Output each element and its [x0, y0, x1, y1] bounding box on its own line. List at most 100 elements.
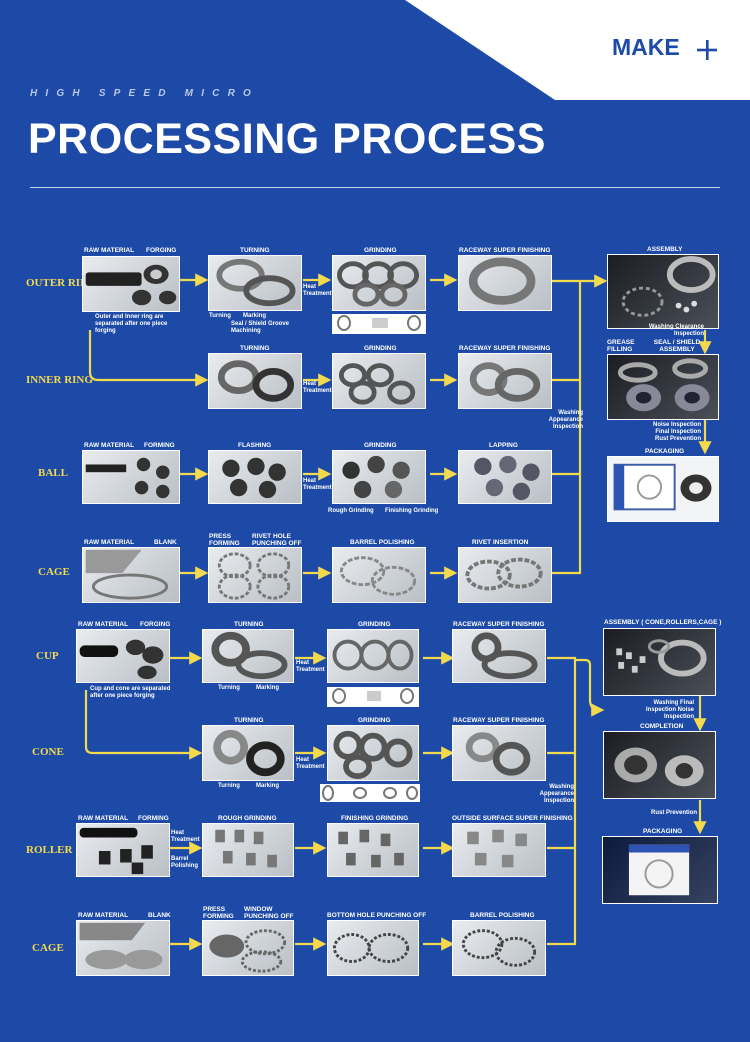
stage-flashing: FLASHING — [238, 442, 272, 449]
photo-raceway-cone — [452, 725, 546, 781]
note-washing-appearance: Washing Appearance Inspection — [548, 410, 583, 430]
stage-outside-surface-super-finishing: OUTSIDE SURFACE SUPER FINISHING — [452, 815, 573, 822]
photo-grinding — [332, 255, 426, 311]
stage-turning-cup: TURNING — [234, 621, 264, 628]
note-heat-treatment-roller: Heat Treatment — [171, 830, 200, 843]
stage-raw-material-roller: RAW MATERIAL — [78, 815, 129, 822]
row-cage: CAGE — [38, 566, 70, 578]
row-ball: BALL — [38, 467, 68, 479]
make-label: MAKE — [612, 34, 680, 60]
photo-grinding-cup — [327, 629, 419, 683]
photo-seal-assembly — [607, 354, 719, 420]
note-noise-inspection: Noise Inspection Final Inspection Rust P… — [652, 422, 701, 442]
stage-grinding-ball: GRINDING — [364, 442, 397, 449]
stage-forging: FORGING — [146, 247, 177, 254]
photo-grinding-inner — [332, 353, 426, 409]
stage-raceway-super-finishing: RACEWAY SUPER FINISHING — [459, 247, 551, 254]
stage-turning-cone: TURNING — [234, 717, 264, 724]
stage-grease-filling: GREASE FILLING — [607, 339, 635, 353]
stage-forming-roller: FORMING — [138, 815, 169, 822]
photo-assembly — [607, 254, 719, 329]
note-turning-cup: Turning — [218, 685, 240, 691]
stage-raw-material-ball: RAW MATERIAL — [84, 442, 135, 449]
row-cone: CONE — [32, 746, 64, 758]
photo-press-forming — [208, 547, 302, 603]
photo-bottom-hole — [327, 920, 419, 976]
photo-turning-cone — [202, 725, 294, 781]
stage-raceway-cup: RACEWAY SUPER FINISHING — [453, 621, 545, 628]
stage-finishing-grinding: FINISHING GRINDING — [341, 815, 409, 822]
photo-raceway-cup — [452, 629, 546, 683]
note-marking: Marking — [243, 313, 267, 319]
stage-forming-ball: FORMING — [144, 442, 175, 449]
stage-forging-cup: FORGING — [140, 621, 171, 628]
row-cage-2: CAGE — [32, 942, 64, 954]
note-marking-cup: Marking — [256, 685, 280, 691]
photo-grinding-cone-steps — [320, 784, 420, 802]
stage-assembly: ASSEMBLY — [647, 246, 683, 253]
photo-turning — [208, 255, 302, 311]
note-barrel-polishing: Barrel Polishing — [171, 856, 198, 869]
note-finishing-grinding: Finishing Grinding — [385, 508, 439, 514]
photo-raceway-outer — [458, 255, 552, 311]
stage-raceway-cone: RACEWAY SUPER FINISHING — [453, 717, 545, 724]
photo-barrel-polishing-2 — [452, 920, 546, 976]
stage-raw-material-cage: RAW MATERIAL — [84, 539, 135, 546]
stage-blank-cage: BLANK — [154, 539, 177, 546]
page-title: PROCESSING PROCESS — [28, 115, 546, 163]
photo-raw-forming-ball — [82, 450, 180, 504]
photo-completion — [603, 731, 716, 799]
photo-lapping — [458, 450, 552, 504]
stage-grinding-cone: GRINDING — [358, 717, 391, 724]
photo-grinding-cup-steps — [327, 687, 419, 707]
stage-seal-shield-assembly: SEAL / SHIELD ASSEMBLY — [653, 339, 701, 353]
photo-grinding-ball — [332, 450, 426, 504]
stage-turning-inner: TURNING — [240, 345, 270, 352]
stage-raw-material-cage2: RAW MATERIAL — [78, 912, 129, 919]
stage-packaging: PACKAGING — [645, 448, 685, 455]
photo-raw-blank-cage2 — [76, 920, 170, 976]
photo-raw-forming-roller — [76, 823, 170, 877]
photo-raceway-inner — [458, 353, 552, 409]
note-heat-treatment-ball: Heat Treatment — [303, 478, 332, 491]
stage-press-forming-2: PRESS FORMING — [203, 906, 234, 920]
note-marking-cone: Marking — [256, 783, 280, 789]
stage-window-punching: WINDOW PUNCHING OFF — [244, 906, 294, 920]
photo-finishing-grinding — [327, 823, 419, 877]
photo-raw-blank-cage — [82, 547, 180, 603]
stage-lapping: LAPPING — [489, 442, 518, 449]
stage-bottom-hole-punching: BOTTOM HOLE PUNCHING OFF — [327, 912, 427, 919]
plus-icon — [697, 40, 717, 60]
stage-completion: COMPLETION — [640, 723, 684, 730]
stage-rivet-insertion: RIVET INSERTION — [472, 539, 529, 546]
row-outer-ring: OUTER RING — [26, 277, 97, 289]
title-divider — [30, 187, 720, 188]
stage-press-forming: PRESS FORMING — [209, 533, 240, 547]
stage-packaging-2: PACKAGING — [643, 828, 683, 835]
photo-assembly-tapered — [603, 628, 716, 696]
photo-turning-cup — [202, 629, 294, 683]
stage-rough-grinding: ROUGH GRINDING — [218, 815, 277, 822]
photo-raw-forging-cup — [76, 629, 170, 683]
photo-rivet-insertion — [458, 547, 552, 603]
stage-raw-material-cup: RAW MATERIAL — [78, 621, 129, 628]
note-rust-prevention: Rust Prevention — [651, 810, 698, 816]
note-washing-appearance-cone: Washing Appearance Inspection — [539, 784, 574, 804]
note-outer-inner-separated: Outer and Inner ring are separated after… — [95, 314, 168, 334]
row-inner-ring: INNER RING — [26, 374, 93, 386]
note-heat-treatment-cone: Heat Treatment — [296, 757, 325, 770]
photo-rough-grinding — [202, 823, 294, 877]
stage-raw-material: RAW MATERIAL — [84, 247, 135, 254]
note-heat-treatment-cup: Heat Treatment — [296, 660, 325, 673]
note-washing-clearance: Washing Clearance Inspection — [648, 324, 704, 337]
note-washing-final: Washing Final Inspection Noise Inspectio… — [645, 700, 694, 720]
photo-turning-inner — [208, 353, 302, 409]
photo-raw-forging — [82, 256, 180, 312]
stage-assembly-tapered: ASSEMBLY ( CONE,ROLLERS,CAGE ) — [604, 619, 722, 626]
photo-window-punching — [202, 920, 294, 976]
stage-rivet-hole-punching: RIVET HOLE PUNCHING OFF — [252, 533, 302, 547]
photo-barrel-polishing — [332, 547, 426, 603]
note-seal-groove: Seal / Shield Groove Machining — [231, 321, 290, 334]
subtitle: HIGH SPEED MICRO — [30, 88, 259, 99]
